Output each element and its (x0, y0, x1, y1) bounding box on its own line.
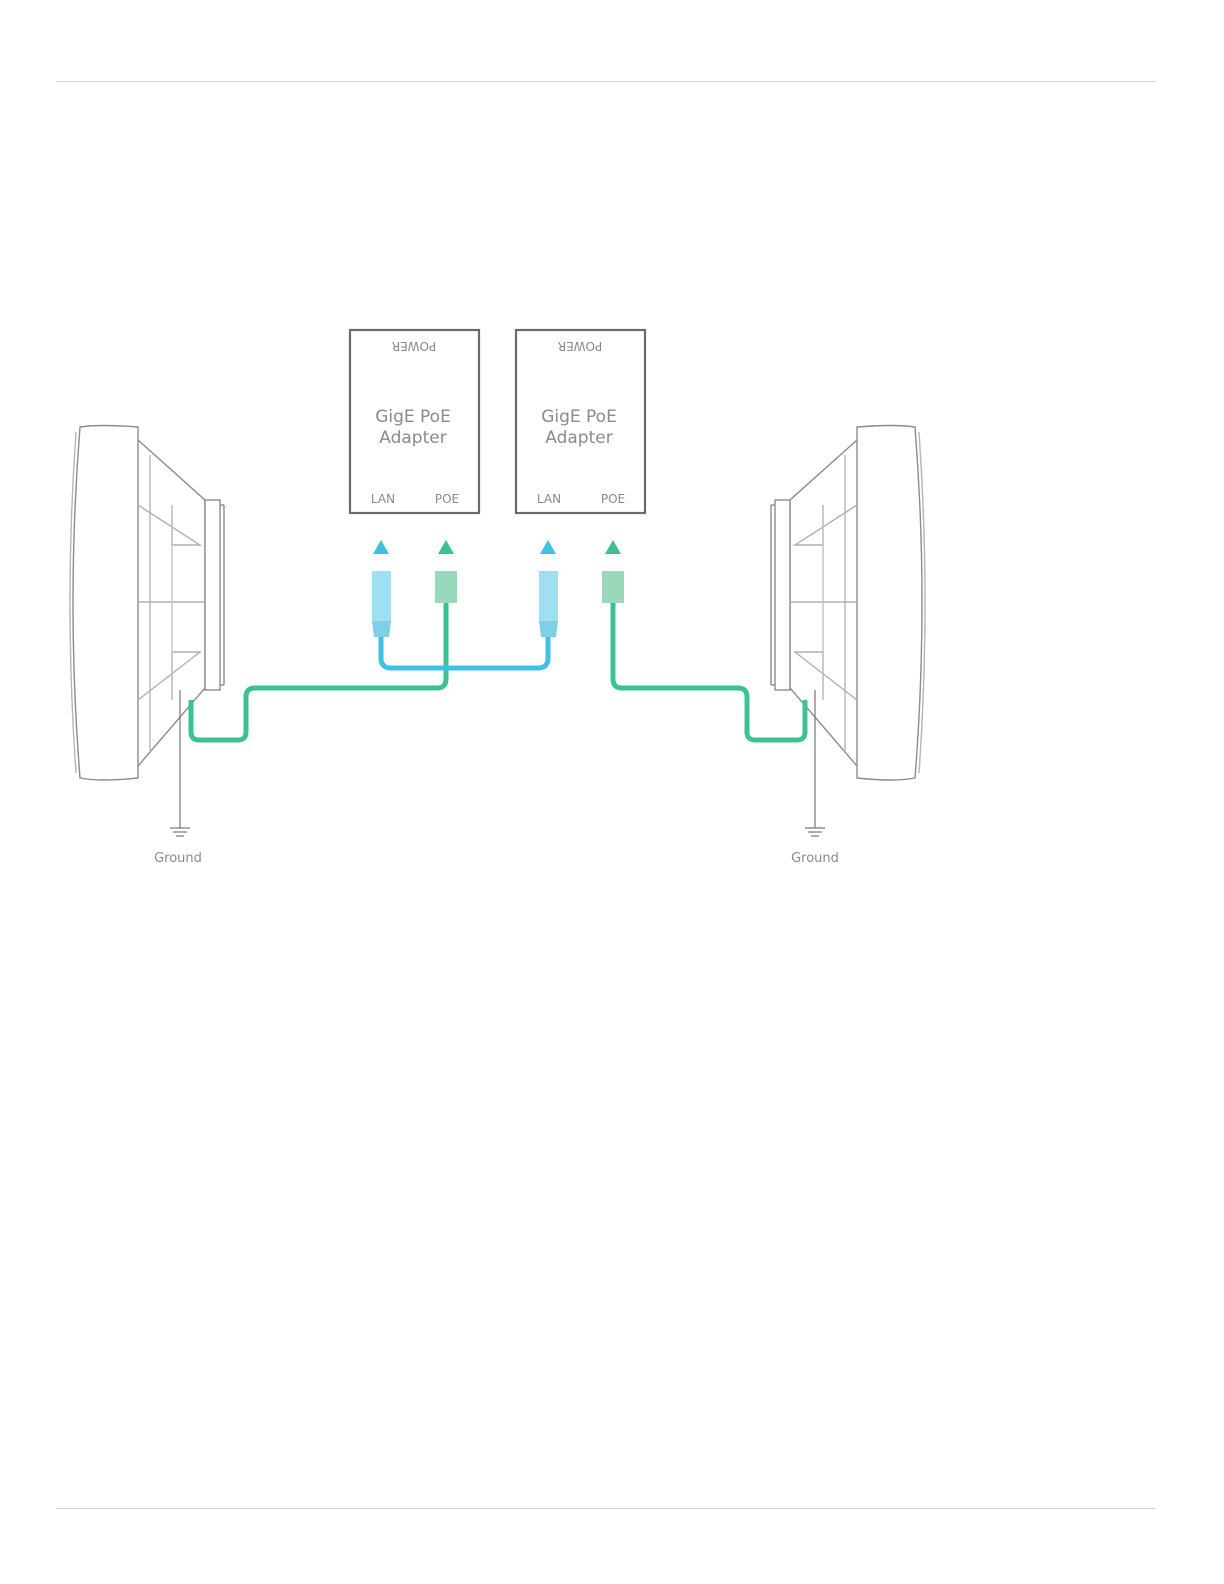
poe-cable-left (191, 603, 446, 740)
adapter-2-name-line2: Adapter (545, 428, 612, 448)
lan-arrow-up-icon-1 (373, 540, 389, 554)
poe-arrow-up-icon-2 (605, 540, 621, 554)
poe-arrow-up-icon-1 (438, 540, 454, 554)
right-radio-dish (771, 426, 925, 781)
adapter-2-power-label: POWER (558, 339, 602, 353)
left-radio-dish (70, 426, 224, 781)
lan-plug-1 (372, 571, 391, 637)
adapter-1-name-line2: Adapter (379, 428, 446, 448)
poe-adapter-1: POWER GigE PoE Adapter LAN POE (350, 330, 479, 513)
left-ground-label: Ground (154, 851, 202, 866)
left-ground-symbol (170, 690, 190, 836)
right-ground-symbol (805, 690, 825, 836)
adapter-1-lan-label: LAN (371, 492, 395, 506)
adapter-2-lan-label: LAN (537, 492, 561, 506)
poe-plug-2 (602, 571, 624, 603)
poe-plug-1 (435, 571, 457, 603)
adapter-2-name-line1: GigE PoE (541, 407, 617, 427)
poe-adapter-2: POWER GigE PoE Adapter LAN POE (516, 330, 645, 513)
lan-cable-bridge (381, 637, 548, 668)
right-ground-label: Ground (791, 851, 839, 866)
lan-arrow-up-icon-2 (540, 540, 556, 554)
lan-plug-2 (539, 571, 558, 637)
adapter-1-name-line1: GigE PoE (375, 407, 451, 427)
adapter-2-poe-label: POE (601, 492, 625, 506)
adapter-1-power-label: POWER (392, 339, 436, 353)
adapter-1-poe-label: POE (435, 492, 459, 506)
